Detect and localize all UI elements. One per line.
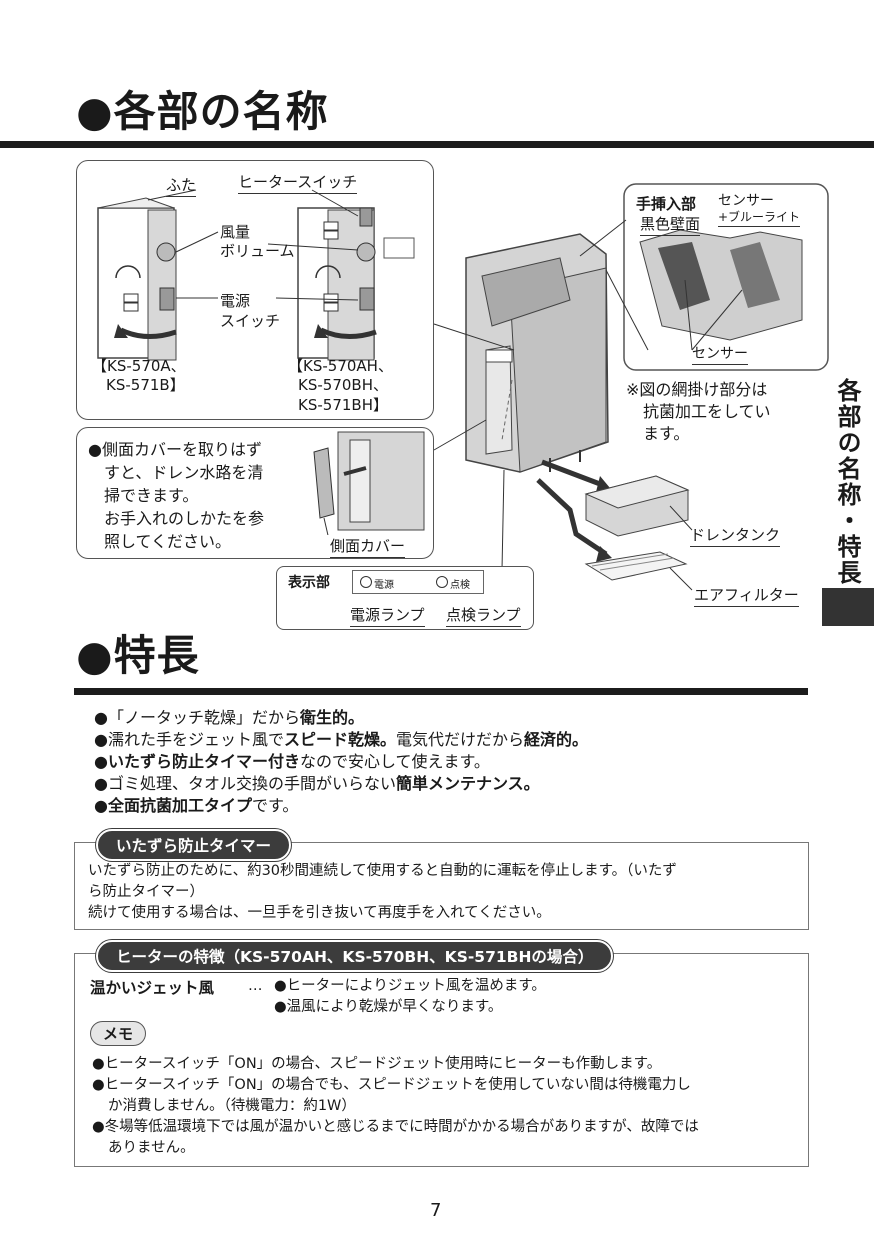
model-a-line1: 【KS-570A、 xyxy=(92,357,186,375)
control-panel-illustration xyxy=(97,189,415,361)
label-air-filter: エアフィルター xyxy=(694,584,799,607)
power-small-label: 電源 xyxy=(374,580,394,591)
timer-line1: いたずら防止のために、約30秒間連続して使用すると自動的に運転を停止します。（い… xyxy=(88,863,677,879)
cover-note-2: すと、ドレン水路を清 xyxy=(104,463,264,482)
warm-jet-2: ●温風により乾燥が早くなります。 xyxy=(274,999,503,1015)
label-air-volume-1: 風量 xyxy=(220,223,251,241)
check-small-label: 点検 xyxy=(450,580,470,591)
timer-line3: 続けて使用する場合は、一旦手を引き抜いて再度手を入れてください。 xyxy=(88,905,551,921)
heater-note1: ●ヒータースイッチ「ON」の場合、スピードジェット使用時にヒーターも作動します。 xyxy=(92,1056,662,1072)
antibac-note-1: ※図の網掛け部分は xyxy=(626,380,768,399)
warm-jet-label: 温かいジェット風 xyxy=(90,979,215,997)
feature-item: ●ゴミ処理、タオル交換の手間がいらない簡単メンテナンス。 xyxy=(94,774,540,793)
model-b-line1: 【KS-570AH、 xyxy=(288,357,393,375)
label-hand-insert: 手挿入部 xyxy=(636,195,697,213)
label-sensor: センサー xyxy=(692,343,748,365)
cover-note-1: ●側面カバーを取りはず xyxy=(88,440,262,459)
heater-note2a: ●ヒータースイッチ「ON」の場合でも、スピードジェットを使用していない間は待機電… xyxy=(92,1077,691,1093)
model-b-line2: KS-570BH、 xyxy=(298,376,388,394)
model-a-line2: KS-571B】 xyxy=(106,376,185,394)
antibac-note-3: ます。 xyxy=(643,424,690,443)
side-tab-marker xyxy=(822,588,874,626)
memo-badge: メモ xyxy=(90,1021,147,1046)
side-tab-text: 各部の名称・特長 xyxy=(833,378,861,586)
heater-heading: ヒーターの特徴（KS-570AH、KS-570BH、KS-571BHの場合） xyxy=(96,940,614,972)
display-panel xyxy=(352,570,484,594)
label-power-switch-2: スイッチ xyxy=(220,312,281,330)
timer-line2: ら防止タイマー） xyxy=(88,884,204,900)
cover-note-4: お手入れのしかたを参 xyxy=(104,509,265,528)
label-heater-switch: ヒータースイッチ xyxy=(238,171,358,194)
label-lid: ふた xyxy=(166,174,197,197)
features-rule xyxy=(74,688,808,695)
label-check-lamp: 点検ランプ xyxy=(446,604,521,627)
feature-item: ●「ノータッチ乾燥」だから衛生的。 xyxy=(94,708,364,727)
cover-note-3: 掃できます。 xyxy=(104,486,199,505)
section-title-features: ●特長 xyxy=(76,631,200,680)
heater-note3a: ●冬場等低温環境下では風が温かいと感じるまでに時間がかかる場合がありますが、故障… xyxy=(92,1119,699,1135)
timer-box xyxy=(74,842,809,930)
label-sensor-blue-1: センサー xyxy=(718,193,774,209)
page-number: 7 xyxy=(430,1200,442,1221)
label-power-switch-1: 電源 xyxy=(220,292,251,310)
label-drain-tank: ドレンタンク xyxy=(690,524,781,547)
power-lamp-icon xyxy=(360,576,372,588)
label-display: 表示部 xyxy=(288,575,330,591)
heater-note2b: か消費しません。（待機電力：約1W） xyxy=(108,1098,356,1114)
feature-item: ●いたずら防止タイマー付きなので安心して使えます。 xyxy=(94,752,490,771)
warm-jet-1: ●ヒーターによりジェット風を温めます。 xyxy=(274,978,546,994)
heater-note3b: ありません。 xyxy=(108,1140,195,1156)
feature-list: ●「ノータッチ乾燥」だから衛生的。 ●濡れた手をジェット風でスピード乾燥。電気代… xyxy=(94,707,588,817)
title-rule xyxy=(0,141,874,148)
label-sensor-blue-2: +ブルーライト xyxy=(718,208,801,227)
hand-dryer-illustration xyxy=(433,183,829,591)
side-cover-illustration xyxy=(313,431,425,535)
label-side-cover: 側面カバー xyxy=(330,535,406,558)
check-lamp-icon xyxy=(436,576,448,588)
antibac-note-2: 抗菌加工をしてい xyxy=(643,402,771,421)
feature-item: ●全面抗菌加工タイプです。 xyxy=(94,796,299,815)
section-title-parts: ●各部の名称 xyxy=(76,87,329,136)
timer-heading: いたずら防止タイマー xyxy=(96,829,292,861)
cover-note-5: 照してください。 xyxy=(104,532,232,551)
feature-item: ●濡れた手をジェット風でスピード乾燥。電気代だけだから経済的。 xyxy=(94,730,589,749)
side-tab: 各部の名称・特長 xyxy=(822,378,874,628)
label-power-lamp: 電源ランプ xyxy=(350,604,425,627)
label-black-wall: 黒色壁面 xyxy=(640,213,701,236)
model-b-line3: KS-571BH】 xyxy=(298,396,388,414)
warm-jet-dots: … xyxy=(248,978,263,994)
label-air-volume-2: ボリューム xyxy=(220,242,295,260)
